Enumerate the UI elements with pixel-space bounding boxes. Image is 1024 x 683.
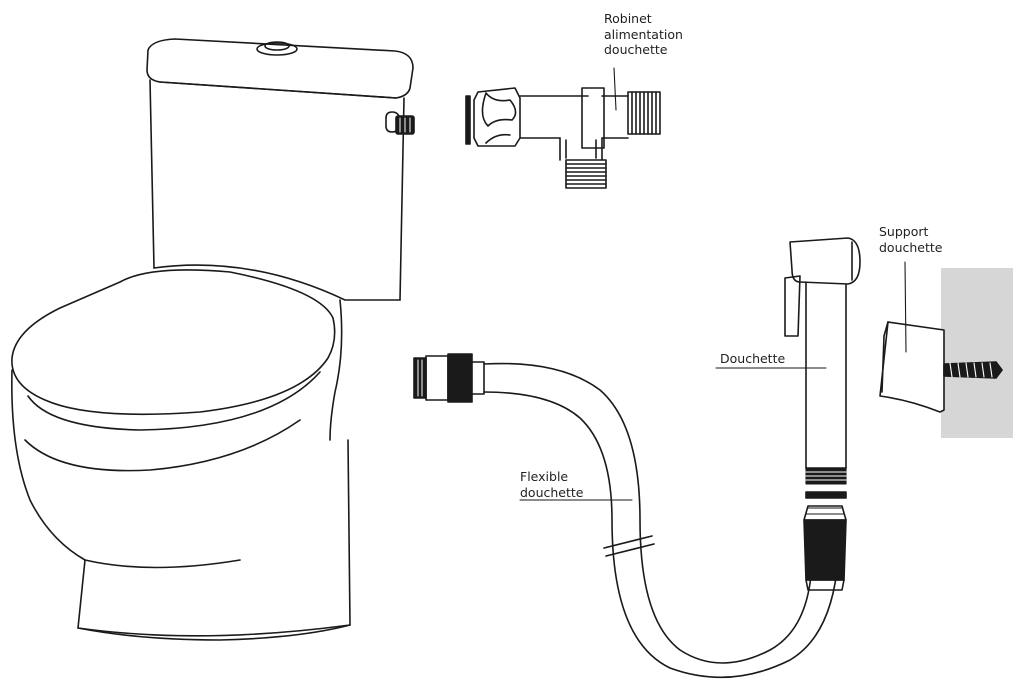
wall-screw — [943, 361, 1003, 379]
shower-thread — [805, 467, 847, 485]
cistern-lid — [146, 38, 414, 99]
flexible-label-line: Flexible — [520, 469, 569, 484]
tee-valve-nut — [473, 87, 521, 147]
robinet-label-line: Robinet — [604, 11, 652, 26]
tee-valve — [465, 87, 661, 189]
shower-hose — [413, 353, 847, 679]
flexible-label: Flexible douchette — [520, 469, 583, 500]
shower-washer — [805, 491, 847, 499]
robinet-label-line: douchette — [604, 42, 668, 57]
tee-valve-inlet-thread — [565, 159, 607, 189]
tee-valve-washer — [465, 95, 471, 145]
hose-right-connector — [803, 505, 847, 591]
shower-support — [879, 321, 1003, 413]
robinet-label: Robinet alimentation douchette — [604, 11, 683, 58]
flexible-label-line: douchette — [520, 484, 584, 500]
shower-trigger — [784, 275, 801, 337]
robinet-leader — [613, 67, 617, 111]
flush-button — [256, 42, 298, 56]
robinet-label-line: alimentation — [604, 26, 683, 42]
douchette-label-line: Douchette — [720, 351, 786, 366]
toilet-seat-lid — [11, 269, 336, 416]
toilet — [11, 38, 415, 641]
hose-left-connector — [413, 353, 485, 403]
toilet-pedestal — [77, 439, 351, 641]
tee-valve-outlet-thread — [627, 91, 661, 135]
douchette-label: Douchette — [720, 351, 785, 367]
cistern-body — [149, 79, 405, 301]
support-label-line: douchette — [879, 239, 943, 255]
support-label: Support douchette — [879, 224, 942, 255]
support-leader — [904, 261, 907, 353]
toilet-bowl — [11, 369, 86, 561]
wall-panel — [941, 268, 1013, 438]
tee-valve-knob — [581, 87, 605, 149]
support-label-line: Support — [879, 224, 929, 239]
cistern-inlet-connector — [385, 111, 415, 135]
hand-shower — [784, 237, 861, 499]
